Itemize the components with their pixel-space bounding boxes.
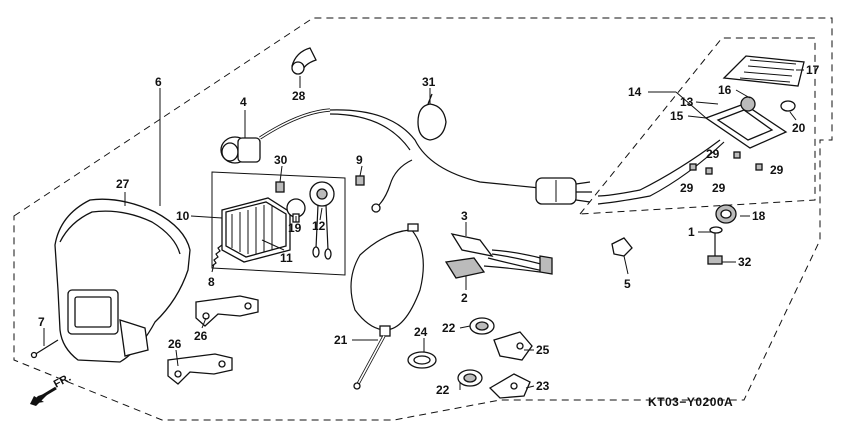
callout-22-upper: 22 — [442, 321, 456, 335]
ring-24 — [407, 351, 437, 369]
spring-8 — [211, 244, 223, 267]
callout-11: 11 — [280, 251, 293, 265]
grommet-22-lower — [457, 369, 483, 387]
diagram-code: KT03−Y0200A — [648, 395, 733, 409]
band-31 — [417, 93, 447, 141]
taillight-base-15 — [597, 96, 788, 205]
callout-29-d: 29 — [770, 163, 784, 177]
callout-25: 25 — [536, 343, 550, 357]
bracket-26-upper — [195, 295, 259, 327]
callout-5: 5 — [624, 277, 631, 291]
screw-30 — [275, 181, 285, 193]
socket-12 — [309, 181, 335, 260]
callout-29-a: 29 — [706, 147, 720, 161]
callout-13: 13 — [680, 95, 694, 109]
grommet-18 — [715, 204, 737, 224]
callout-9: 9 — [356, 153, 363, 167]
bracket-25 — [493, 331, 533, 361]
headlight-unit — [221, 197, 291, 263]
callout-30: 30 — [274, 153, 288, 167]
callout-22-lower: 22 — [436, 383, 450, 397]
junction-plug — [535, 177, 592, 205]
grommet-22-upper — [469, 317, 495, 335]
bracket-26-lower — [167, 353, 233, 385]
connector-4 — [220, 136, 261, 164]
callout-17: 17 — [806, 63, 820, 77]
callout-26-upper: 26 — [194, 329, 208, 343]
bulb-20 — [780, 100, 796, 112]
callout-18: 18 — [752, 209, 766, 223]
headlight-cowl — [54, 198, 191, 363]
callout-19: 19 — [288, 221, 302, 235]
relay-3 — [450, 233, 553, 275]
callout-15: 15 — [670, 109, 684, 123]
callout-4: 4 — [240, 95, 247, 109]
headlight-frame — [211, 171, 346, 276]
bolt-7 — [30, 339, 59, 359]
callout-16: 16 — [718, 83, 732, 97]
callout-12: 12 — [312, 219, 326, 233]
clip-9 — [355, 175, 365, 186]
callout-27: 27 — [116, 177, 130, 191]
clamp-28 — [291, 47, 317, 75]
bracket-23 — [488, 373, 531, 399]
callout-1: 1 — [688, 225, 695, 239]
cable-21 — [353, 223, 419, 390]
socket-2 — [444, 257, 541, 279]
callout-2: 2 — [461, 291, 468, 305]
callout-24: 24 — [414, 325, 428, 339]
assembly-boundary — [13, 17, 833, 421]
callout-28: 28 — [292, 89, 306, 103]
bolt-32 — [707, 232, 723, 265]
callout-21: 21 — [334, 333, 348, 347]
wire-harness — [259, 108, 541, 331]
leader-lines — [43, 69, 804, 390]
callout-23: 23 — [536, 379, 550, 393]
callout-7: 7 — [38, 315, 45, 329]
callout-8: 8 — [208, 275, 215, 289]
taillight-lens-17 — [722, 55, 805, 87]
callout-20: 20 — [792, 121, 806, 135]
callout-29-b: 29 — [680, 181, 694, 195]
screws-29 — [689, 151, 763, 175]
callout-31: 31 — [422, 75, 436, 89]
callout-10: 10 — [176, 209, 190, 223]
direction-label: FR. — [52, 372, 73, 391]
washer-1 — [709, 226, 723, 234]
eye-terminal — [371, 203, 381, 213]
callout-3: 3 — [461, 209, 468, 223]
callout-29-c: 29 — [712, 181, 726, 195]
taillight-boundary — [578, 37, 816, 215]
callout-14: 14 — [628, 85, 642, 99]
direction-arrow-icon — [30, 386, 57, 406]
callout-6: 6 — [155, 75, 162, 89]
callout-26-lower: 26 — [168, 337, 182, 351]
clip-5 — [611, 237, 633, 257]
callout-32: 32 — [738, 255, 752, 269]
